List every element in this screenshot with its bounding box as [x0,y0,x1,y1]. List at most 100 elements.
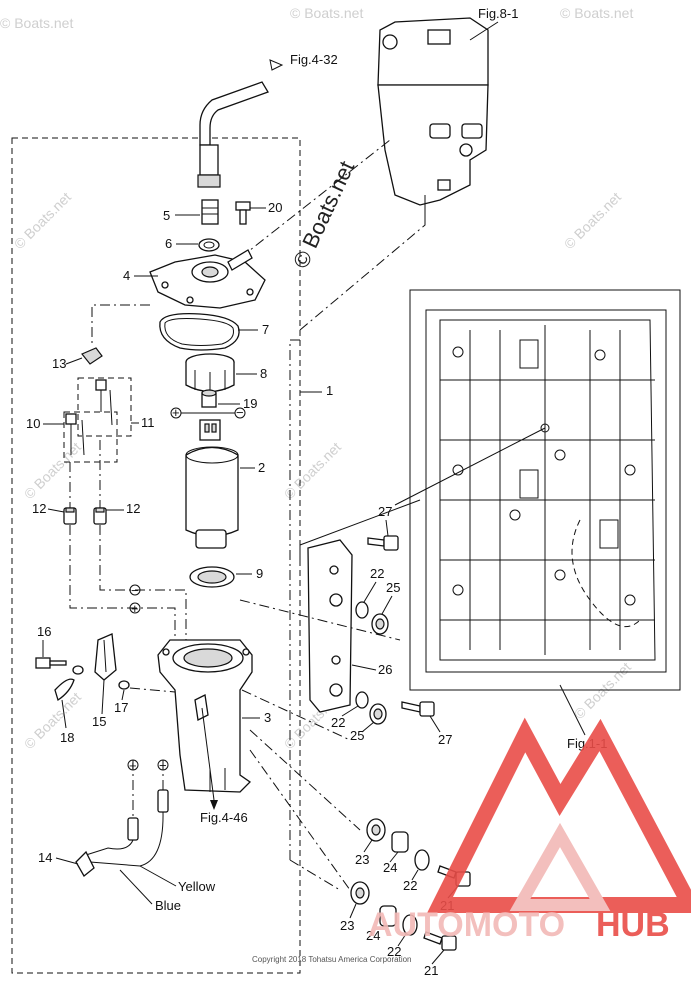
watermark: © Boats.net [290,5,363,21]
polarity-minus-2: − [131,583,139,598]
callout-16: 16 [37,624,51,639]
callout-6: 6 [165,236,172,251]
part-12-connector-right [93,507,107,525]
fig-8-1-label: Fig.8-1 [478,6,518,21]
callout-23-lower: 23 [340,918,354,933]
part-22-washer-bottom [402,914,418,936]
part-16-bolt [35,657,67,669]
watermark: © Boats.net [560,5,633,21]
part-9-seal [189,566,235,588]
part-22-washer-lower [414,849,430,871]
callout-12-right: 12 [126,501,140,516]
watermark: © Boats.net [21,689,84,752]
callout-13: 13 [52,356,66,371]
part-18-clamp [54,678,75,702]
part-17-washer [118,680,130,690]
part-3-filter-housing [157,639,253,793]
polarity-plus-3: + [129,758,137,773]
part-7-gasket [159,313,240,351]
automotohub-logo: AUTOMOTO HUB [368,717,691,944]
callout-7: 7 [262,322,269,337]
part-5-fitting [201,199,219,225]
part-27-bolt-lower [401,701,435,717]
callout-12-left: 12 [32,501,46,516]
callout-3: 3 [264,710,271,725]
polarity-minus: − [236,405,244,420]
part-14-harness: + − [75,758,169,877]
callout-8: 8 [260,366,267,381]
fuel-hose [197,81,269,188]
part-12-connector-left [63,507,77,525]
wire-blue-label: Blue [155,898,181,913]
boats-net-watermark: © Boats.net [288,157,359,272]
fig-1-1-frame [409,289,681,691]
part-11-outline [77,377,132,437]
callout-17: 17 [114,700,128,715]
watermark: © Boats.net [561,189,624,252]
callout-21-lower: 21 [424,963,438,978]
callout-14: 14 [38,850,52,865]
fuel-vapor-separator-ref [377,17,489,220]
callout-1: 1 [326,383,333,398]
callout-4: 4 [123,268,130,283]
callout-11: 11 [141,415,155,430]
engine-block [425,309,667,673]
part-24-collar-upper [391,831,409,853]
part-16-washer [72,665,84,675]
callout-22-lower: 22 [403,878,417,893]
part-10-outline [63,411,118,463]
callout-2: 2 [258,460,265,475]
part-10-terminal [65,413,85,456]
part-15-bracket [94,633,117,681]
callout-5: 5 [163,208,170,223]
part-8-retainer [185,353,235,393]
callout-27-lower: 27 [438,732,452,747]
part-21-bolt-lower [423,931,457,951]
copyright-text: Copyright 2018 Tohatsu America Corporati… [252,955,412,964]
callout-26: 26 [378,662,392,677]
polarity-minus-3: − [159,758,167,773]
fig-4-32-label: Fig.4-32 [290,52,338,67]
callout-24-upper: 24 [383,860,397,875]
part-27-bolt-upper [367,535,399,551]
watermark: © Boats.net [21,439,84,502]
part-13-cap [81,347,103,365]
part-20-screw [235,201,251,225]
callout-9: 9 [256,566,263,581]
callout-10: 10 [26,416,40,431]
wire-yellow-label: Yellow [178,879,216,894]
assembly-outline [11,137,301,974]
callout-24-lower: 24 [366,928,380,943]
polarity-plus: + [172,405,180,420]
part-23-bushing-lower [350,881,370,905]
callout-22-upper: 22 [370,566,384,581]
part-19-connector [201,389,217,408]
part-11-terminal [95,379,113,426]
part-22-washer-upper [355,601,369,619]
watermark: © Boats.net [0,15,73,31]
callout-20: 20 [268,200,282,215]
part-26-bracket [307,539,353,713]
part-4-filter-cover [149,249,266,309]
callout-25-upper: 25 [386,580,400,595]
callout-27-upper: 27 [378,504,392,519]
watermark: © Boats.net [11,189,74,252]
brand-hub: HUB [596,906,670,944]
callout-19: 19 [243,396,257,411]
callout-18: 18 [60,730,74,745]
part-2-fuel-pump [185,419,239,549]
callout-22-bottom: 22 [387,944,401,959]
part-22-washer-mid [355,691,369,709]
part-23-bushing-upper [366,818,386,842]
fig-4-46-label: Fig.4-46 [200,810,248,825]
callout-25-lower: 25 [350,728,364,743]
callout-15: 15 [92,714,106,729]
part-24-collar-lower [379,905,397,927]
polarity-plus-2: + [131,601,139,616]
part-25-bushing-upper [371,613,389,635]
part-25-bushing-lower [369,703,387,725]
brand-automoto: AUTOMOTO [368,906,565,944]
part-6-o-ring [198,238,220,252]
callout-23-upper: 23 [355,852,369,867]
